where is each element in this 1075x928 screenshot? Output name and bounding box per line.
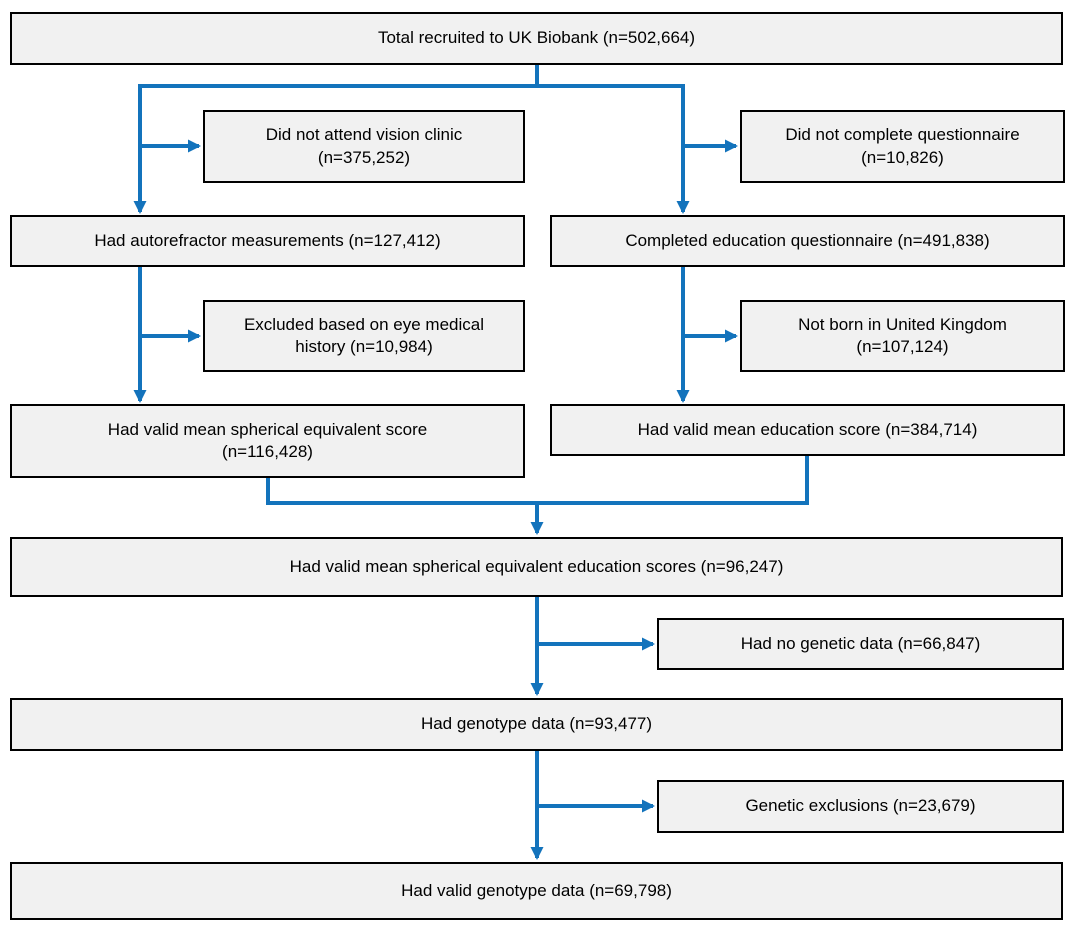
node-genotype-data: Had genotype data (n=93,477)	[10, 698, 1063, 751]
node-label: history (n=10,984)	[295, 337, 433, 356]
node-label: Completed education questionnaire (n=491…	[625, 230, 990, 250]
node-excluded-no-questionnaire: Did not complete questionnaire (n=10,826…	[740, 110, 1065, 183]
node-label: Total recruited to UK Biobank (n=502,664…	[377, 28, 696, 48]
node-excluded-eye-medical-history: Excluded based on eye medical history (n…	[203, 300, 525, 372]
node-total-recruited: Total recruited to UK Biobank (n=502,664…	[10, 12, 1063, 65]
node-excluded-no-vision-clinic: Did not attend vision clinic (n=375,252)	[203, 110, 525, 183]
node-label: Not born in United Kingdom	[798, 314, 1007, 334]
node-excluded-not-born-uk: Not born in United Kingdom (n=107,124)	[740, 300, 1065, 372]
node-label: Had valid mean spherical equivalent scor…	[107, 419, 428, 439]
node-label: Had autorefractor measurements (n=127,41…	[94, 230, 441, 250]
node-label: Genetic exclusions (n=23,679)	[745, 796, 976, 816]
node-excluded-no-genetic-data: Had no genetic data (n=66,847)	[657, 618, 1064, 670]
node-label: Had valid mean spherical equivalent educ…	[289, 556, 784, 576]
node-valid-spherical-equivalent-score: Had valid mean spherical equivalent scor…	[10, 404, 525, 478]
node-label: Did not attend vision clinic	[265, 125, 463, 145]
node-label: Did not complete questionnaire	[785, 125, 1020, 145]
node-label: (n=10,826)	[861, 147, 944, 167]
node-label: Had valid mean education score (n=384,71…	[637, 419, 978, 439]
node-label: Excluded based on eye medical	[243, 314, 485, 334]
node-label: (n=375,252)	[317, 147, 411, 167]
node-label: (n=116,428)	[222, 442, 313, 461]
node-autorefractor-measurements: Had autorefractor measurements (n=127,41…	[10, 215, 525, 267]
node-label: (n=107,124)	[856, 337, 949, 356]
node-valid-spherical-education-scores: Had valid mean spherical equivalent educ…	[10, 537, 1063, 597]
node-excluded-genetic-exclusions: Genetic exclusions (n=23,679)	[657, 780, 1064, 833]
node-label: Had no genetic data (n=66,847)	[740, 633, 981, 653]
node-completed-education-questionnaire: Completed education questionnaire (n=491…	[550, 215, 1065, 267]
node-valid-genotype-data: Had valid genotype data (n=69,798)	[10, 862, 1063, 920]
node-valid-education-score: Had valid mean education score (n=384,71…	[550, 404, 1065, 456]
node-label: Had genotype data (n=93,477)	[420, 714, 653, 734]
node-label: Had valid genotype data (n=69,798)	[401, 880, 672, 900]
